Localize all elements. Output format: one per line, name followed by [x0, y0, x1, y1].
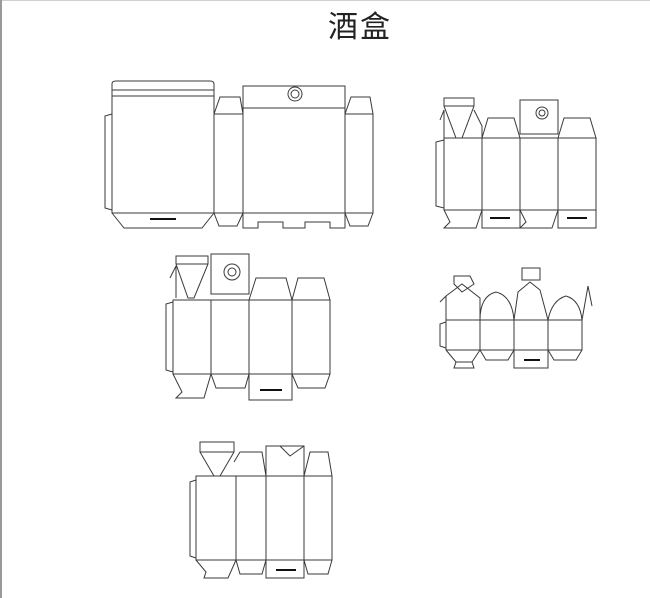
frame-top-border	[0, 0, 650, 1]
dieline-tall-box-top-right	[435, 97, 597, 229]
frame-left-border	[0, 0, 2, 598]
dieline-large-box	[104, 80, 374, 229]
dieline-curved-box	[439, 267, 593, 369]
dieline-tall-box-middle-left	[165, 253, 331, 401]
dieline-tall-box-bottom	[189, 441, 333, 579]
page-title: 酒盒	[328, 10, 392, 45]
